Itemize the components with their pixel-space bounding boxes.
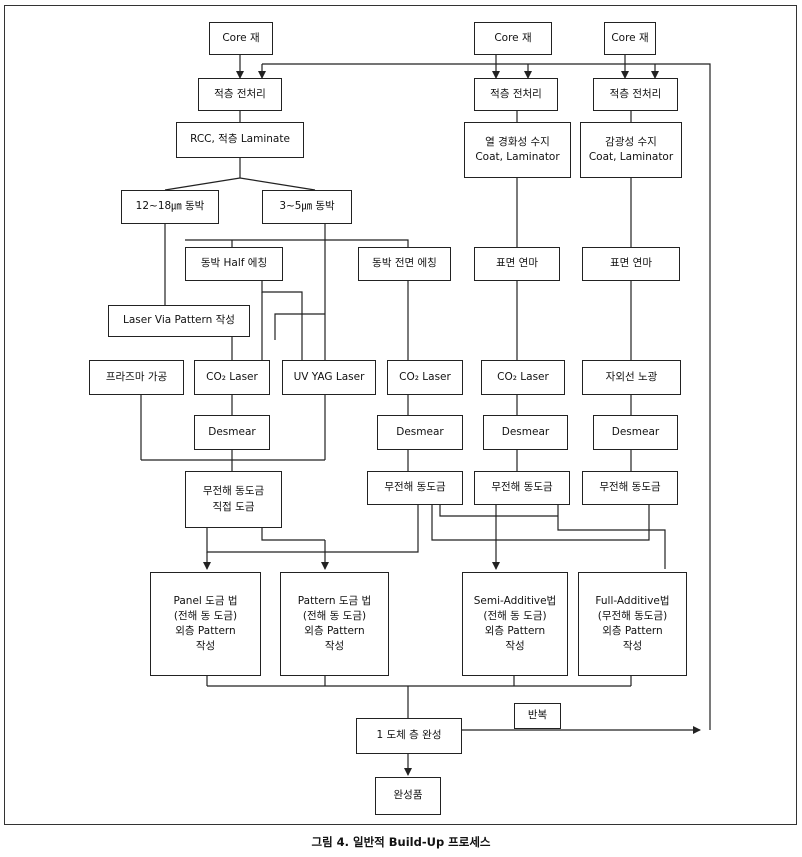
core-material-box-1: Core 재 — [209, 22, 273, 55]
diagram-frame — [4, 5, 797, 825]
surface-polish-box-1: 표면 연마 — [474, 247, 560, 281]
full-additive-box: Full-Additive법 (무전해 동도금) 외층 Pattern 작성 — [578, 572, 687, 676]
electroless-plating-box-4: 무전해 동도금 — [582, 471, 678, 505]
uv-exposure-box: 자외선 노광 — [582, 360, 681, 395]
co2-laser-box-2: CO₂ Laser — [387, 360, 463, 395]
copper-foil-3-5-box: 3~5㎛ 동박 — [262, 190, 352, 224]
finished-product-box: 완성품 — [375, 777, 441, 815]
co2-laser-box-1: CO₂ Laser — [194, 360, 270, 395]
desmear-box-3: Desmear — [483, 415, 568, 450]
semi-additive-box: Semi-Additive법 (전해 동 도금) 외층 Pattern 작성 — [462, 572, 568, 676]
full-etch-box: 동박 전면 에칭 — [358, 247, 451, 281]
copper-foil-12-18-box: 12~18㎛ 동박 — [121, 190, 219, 224]
rcc-laminate-box: RCC, 적층 Laminate — [176, 122, 304, 158]
conductor-layer-complete-box: 1 도체 층 완성 — [356, 718, 462, 754]
repeat-label-box: 반복 — [514, 703, 561, 729]
half-etch-box: 동박 Half 에칭 — [185, 247, 283, 281]
surface-polish-box-2: 표면 연마 — [582, 247, 680, 281]
co2-laser-box-3: CO₂ Laser — [481, 360, 565, 395]
core-material-box-2: Core 재 — [474, 22, 552, 55]
lamination-pretreatment-box-2: 적층 전처리 — [474, 78, 558, 111]
electroless-direct-plating-box: 무전해 동도금 직접 도금 — [185, 471, 282, 528]
panel-plating-box: Panel 도금 법 (전해 동 도금) 외층 Pattern 작성 — [150, 572, 261, 676]
lamination-pretreatment-box-3: 적층 전처리 — [593, 78, 678, 111]
desmear-box-2: Desmear — [377, 415, 463, 450]
photosensitive-resin-box: 감광성 수지 Coat, Laminator — [580, 122, 682, 178]
electroless-plating-box-3: 무전해 동도금 — [474, 471, 570, 505]
lamination-pretreatment-box-1: 적층 전처리 — [198, 78, 282, 111]
pattern-plating-box: Pattern 도금 법 (전해 동 도금) 외층 Pattern 작성 — [280, 572, 389, 676]
plasma-process-box: 프라즈마 가공 — [89, 360, 184, 395]
desmear-box-4: Desmear — [593, 415, 678, 450]
desmear-box-1: Desmear — [194, 415, 270, 450]
electroless-plating-box-2: 무전해 동도금 — [367, 471, 463, 505]
thermoset-resin-box: 열 경화성 수지 Coat, Laminator — [464, 122, 571, 178]
uv-yag-laser-box: UV YAG Laser — [282, 360, 376, 395]
figure-caption: 그림 4. 일반적 Build-Up 프로세스 — [311, 835, 491, 849]
laser-via-pattern-box: Laser Via Pattern 작성 — [108, 305, 250, 337]
core-material-box-3: Core 재 — [604, 22, 656, 55]
